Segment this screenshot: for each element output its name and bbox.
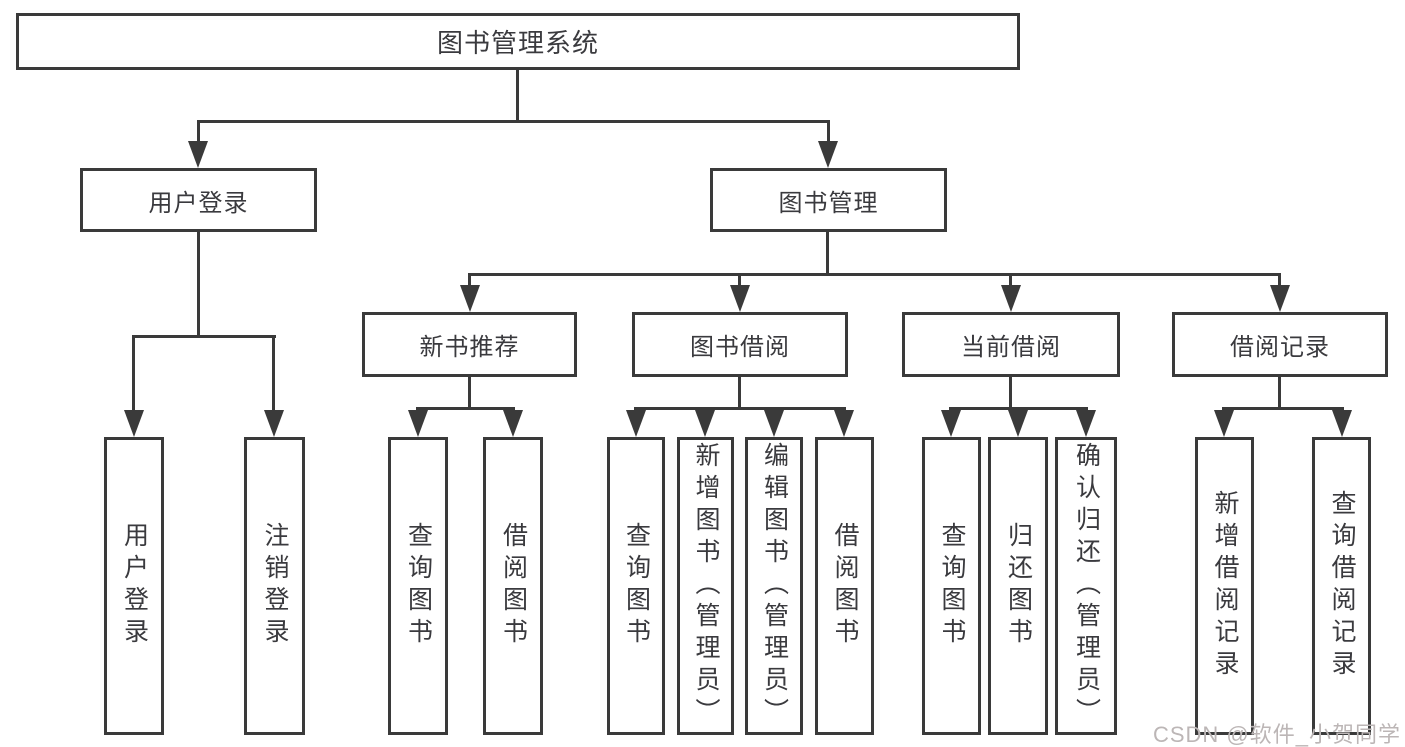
- arrow-into-query-book-2: [626, 410, 646, 437]
- leaf-query-book-recommend: 查询图书: [388, 437, 448, 735]
- node-borrow-records: 借阅记录: [1172, 312, 1388, 377]
- arrow-into-query-book-3: [941, 410, 961, 437]
- arrow-into-add-record: [1214, 410, 1234, 437]
- node-book-management: 图书管理: [710, 168, 947, 232]
- arrow-into-leaf-user-login: [124, 410, 144, 437]
- arrow-into-book-management: [818, 141, 838, 168]
- connector-book-borrow-trunk: [738, 377, 741, 410]
- arrow-into-query-book-1: [408, 410, 428, 437]
- connector-new-book-rail: [416, 407, 515, 410]
- connector-book-management-trunk: [826, 232, 829, 276]
- connector-stub-leaf-user-login: [132, 335, 135, 412]
- arrow-into-borrow-records: [1270, 285, 1290, 312]
- arrow-into-confirm-return: [1076, 410, 1096, 437]
- connector-book-management-rail: [468, 273, 1281, 276]
- leaf-query-book-current: 查询图书: [922, 437, 981, 735]
- leaf-query-book-borrow: 查询图书: [607, 437, 665, 735]
- connector-new-book-trunk: [468, 377, 471, 410]
- leaf-edit-book-admin: 编辑图书（管理员）: [745, 437, 803, 735]
- arrow-into-query-record: [1332, 410, 1352, 437]
- node-user-login: 用户登录: [80, 168, 317, 232]
- leaf-logout: 注销登录: [244, 437, 305, 735]
- leaf-borrow-book: 借阅图书: [815, 437, 874, 735]
- connector-stub-book-borrow: [738, 273, 741, 287]
- arrow-into-leaf-logout: [264, 410, 284, 437]
- leaf-borrow-book-recommend: 借阅图书: [483, 437, 543, 735]
- arrow-into-add-book: [695, 410, 715, 437]
- connector-stub-leaf-logout: [272, 335, 275, 412]
- leaf-user-login: 用户登录: [104, 437, 164, 735]
- connector-user-login-trunk: [197, 232, 200, 338]
- csdn-watermark: CSDN @软件_小贺同学: [1152, 722, 1401, 747]
- arrow-into-new-book-recommend: [460, 285, 480, 312]
- leaf-confirm-return-admin: 确认归还（管理员）: [1055, 437, 1117, 735]
- arrow-into-book-borrow: [730, 285, 750, 312]
- connector-user-login-rail: [132, 335, 276, 338]
- leaf-add-book-admin: 新增图书（管理员）: [677, 437, 734, 735]
- arrow-into-return-book: [1008, 410, 1028, 437]
- arrow-into-edit-book: [764, 410, 784, 437]
- connector-stub-user-login: [197, 120, 200, 144]
- connector-stub-book-management: [827, 120, 830, 144]
- arrow-into-borrow-book-2: [834, 410, 854, 437]
- connector-stub-new-book-recommend: [468, 273, 471, 287]
- arrow-into-borrow-book-1: [503, 410, 523, 437]
- arrow-into-user-login: [188, 141, 208, 168]
- leaf-query-borrow-record: 查询借阅记录: [1312, 437, 1371, 735]
- connector-book-borrow-rail: [634, 407, 846, 410]
- connector-stub-current-borrow: [1009, 273, 1012, 287]
- leaf-return-book: 归还图书: [988, 437, 1048, 735]
- connector-root-rail: [197, 120, 830, 123]
- node-new-book-recommend: 新书推荐: [362, 312, 577, 377]
- node-root-library-system: 图书管理系统: [16, 13, 1020, 70]
- arrow-into-current-borrow: [1001, 285, 1021, 312]
- connector-current-borrow-trunk: [1009, 377, 1012, 410]
- node-book-borrow: 图书借阅: [632, 312, 848, 377]
- connector-borrow-records-rail: [1222, 407, 1344, 410]
- connector-root-trunk: [516, 70, 519, 123]
- leaf-add-borrow-record: 新增借阅记录: [1195, 437, 1254, 735]
- connector-borrow-records-trunk: [1278, 377, 1281, 410]
- node-current-borrow: 当前借阅: [902, 312, 1120, 377]
- connector-stub-borrow-records: [1278, 273, 1281, 287]
